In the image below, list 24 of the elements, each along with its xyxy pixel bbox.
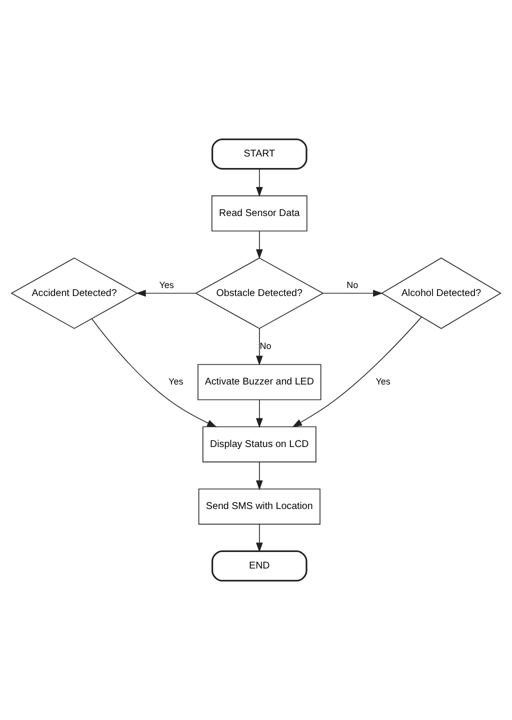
node-diamond: Accident Detected? — [10, 258, 138, 329]
node-box: Read Sensor Data — [212, 195, 308, 232]
node-box: Send SMS with Location — [198, 488, 320, 525]
arrow — [136, 290, 196, 297]
node-box: Activate Buzzer and LED — [198, 364, 322, 400]
edge-label: Yes — [376, 376, 390, 386]
arrow — [91, 318, 217, 428]
arrow — [256, 168, 263, 197]
arrow — [256, 399, 263, 428]
edge-label: Yes — [159, 280, 174, 290]
node-diamond: Alcohol Detected? — [381, 258, 502, 329]
node-box: Display Status on LCD — [202, 426, 316, 462]
arrow — [256, 524, 263, 552]
node-diamond: Obstacle Detected? — [195, 258, 324, 329]
edge-label: No — [260, 340, 272, 351]
arrow — [256, 328, 263, 366]
arrow — [256, 462, 263, 490]
node-box: START — [212, 138, 308, 170]
arrow — [292, 316, 422, 428]
node-box: END — [212, 550, 308, 582]
arrow — [256, 230, 263, 260]
arrow — [322, 290, 383, 297]
edge-label: No — [346, 280, 358, 290]
edge-label: Yes — [168, 376, 184, 386]
